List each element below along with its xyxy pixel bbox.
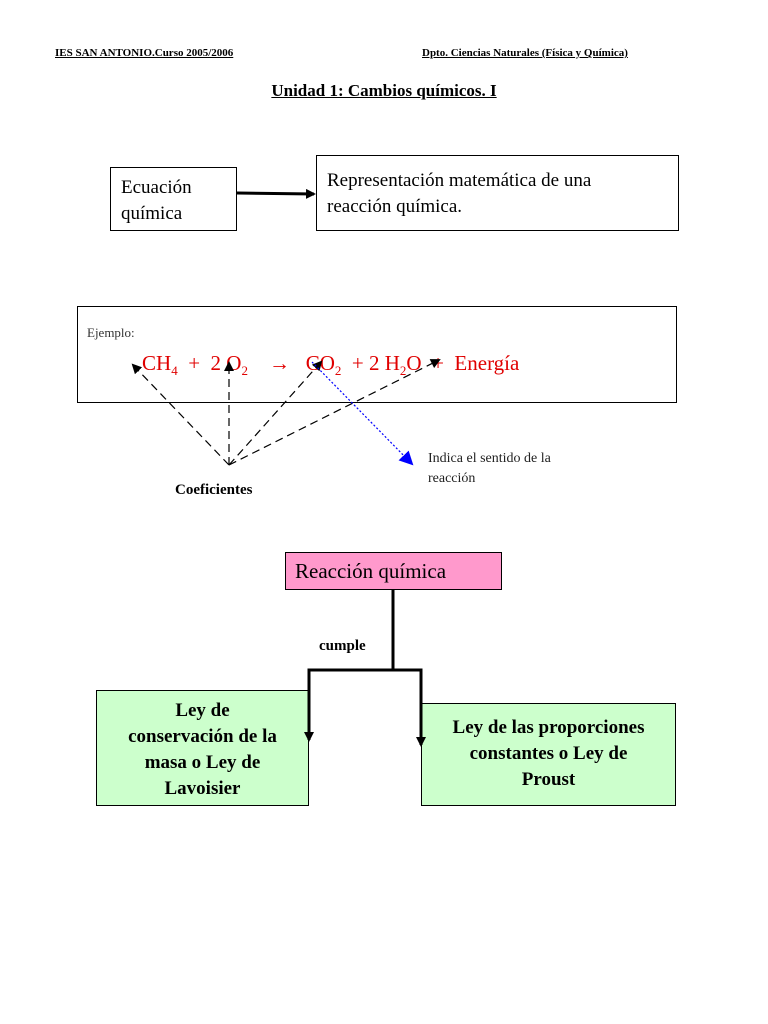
subscript: 4 xyxy=(171,363,178,379)
coefficient-arrow xyxy=(228,359,441,466)
plus-sign: + xyxy=(351,351,364,375)
subscript: 2 xyxy=(399,363,407,379)
term-line: química xyxy=(121,203,183,224)
example-label: Ejemplo: xyxy=(87,325,135,340)
header-school: IES SAN ANTONIO.Curso 2005/2006 xyxy=(55,47,234,59)
law-line: Lavoisier xyxy=(164,778,241,799)
root-concept-box: Reacción química xyxy=(285,552,502,590)
coefficient: 2 xyxy=(368,351,380,375)
proust-law-box: Ley de las proporciones constantes o Ley… xyxy=(421,703,676,806)
product-h2o-rest: O xyxy=(406,351,422,375)
example-box: Ejemplo: CH4 + 2 O2 → CO2 + 2 H2O + Ener… xyxy=(77,306,677,403)
direction-note-arrow xyxy=(311,361,414,466)
product-h2o: H xyxy=(384,351,400,375)
link-label: cumple xyxy=(319,638,366,654)
energy-term: Energía xyxy=(454,351,520,375)
page-title: Unidad 1: Cambios químicos. I xyxy=(271,81,497,100)
subscript: 2 xyxy=(334,363,342,379)
lavoisier-law-box: Ley de conservación de la masa o Ley de … xyxy=(96,690,309,806)
reaction-arrow-icon: → xyxy=(268,351,290,375)
meaning-line: reacción química. xyxy=(327,196,463,217)
law-line: constantes o Ley de xyxy=(469,743,628,764)
arrow-note: Indica el sentido de la reacción xyxy=(428,449,551,489)
arrow-note-line: reacción xyxy=(428,471,476,486)
term-line: Ecuación xyxy=(121,177,192,198)
arrow-note-line: Indica el sentido de la xyxy=(428,451,551,466)
coefficient: 2 xyxy=(210,351,222,375)
left-branch-arrow xyxy=(304,668,393,742)
coefficient-arrow xyxy=(131,363,230,466)
coefficients-label: Coeficientes xyxy=(175,482,253,498)
right-branch-arrow xyxy=(393,668,426,747)
law-line: Proust xyxy=(521,769,576,790)
definition-arrow xyxy=(236,188,316,199)
term-box: Ecuación química xyxy=(110,167,237,231)
meaning-box: Representación matemática de una reacció… xyxy=(316,155,679,231)
meaning-line: Representación matemática de una xyxy=(327,170,592,191)
coefficient-arrow xyxy=(228,360,323,466)
law-line: Ley de xyxy=(175,700,230,721)
subscript: 2 xyxy=(241,363,248,379)
reactant-ch4: CH xyxy=(142,351,172,375)
law-line: conservación de la xyxy=(128,726,277,747)
header-department: Dpto. Ciencias Naturales (Física y Quími… xyxy=(422,47,628,59)
law-line: masa o Ley de xyxy=(144,752,261,773)
law-line: Ley de las proporciones xyxy=(452,717,645,738)
plus-sign: + xyxy=(188,351,201,375)
